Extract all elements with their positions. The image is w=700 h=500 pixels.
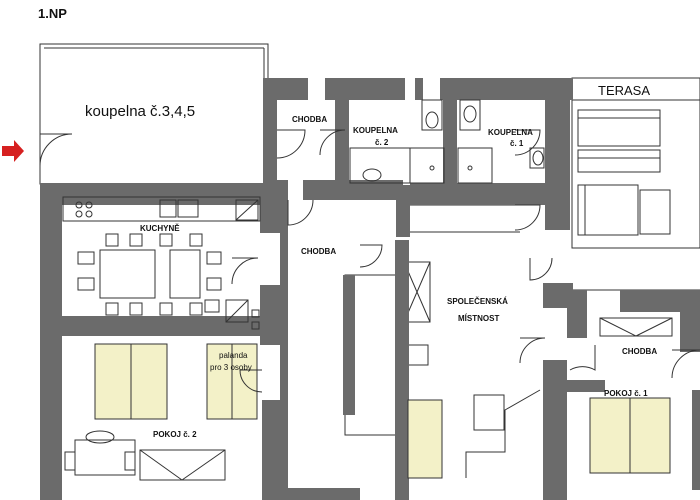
doors [39, 129, 700, 393]
terrace-furniture [577, 109, 671, 236]
kitchen-fixtures [62, 196, 261, 330]
room-label-kuchyne: KUCHYNĚ [140, 224, 180, 233]
room-label-spolecenska-line2: MÍSTNOST [458, 314, 499, 323]
room-label-koupelna-2-line2: č. 2 [375, 138, 389, 147]
room-label-chodba-mid: CHODBA [301, 247, 336, 256]
room-label-koupelna-1-line2: č. 1 [510, 139, 524, 148]
room-label-koupelna-1-line1: KOUPELNA [488, 128, 533, 137]
arrow-right-icon [2, 140, 24, 162]
bunk-bed-note-line2: pro 3 osoby [210, 363, 252, 372]
bunk-bed-note-line1: palanda [219, 351, 248, 360]
beds [94, 343, 671, 479]
room-label-chodba-top: CHODBA [292, 115, 327, 124]
walls [40, 78, 700, 500]
room-label-spolecenska-line1: SPOLEČENSKÁ [447, 297, 508, 306]
room-label-pokoj-1: POKOJ č. 1 [604, 389, 648, 398]
room-label-chodba-right: CHODBA [622, 347, 657, 356]
room-label-koupelna-3-4-5: koupelna č.3,4,5 [85, 103, 195, 120]
room-label-terasa: TERASA [598, 83, 650, 98]
bathroom-fixtures [349, 99, 545, 184]
room-label-koupelna-2-line1: KOUPELNA [353, 126, 398, 135]
room-labels: koupelna č.3,4,5 CHODBA KOUPELNA č. 2 KO… [85, 83, 657, 439]
floor-label: 1.NP [38, 6, 67, 21]
room-label-pokoj-2: POKOJ č. 2 [153, 430, 197, 439]
